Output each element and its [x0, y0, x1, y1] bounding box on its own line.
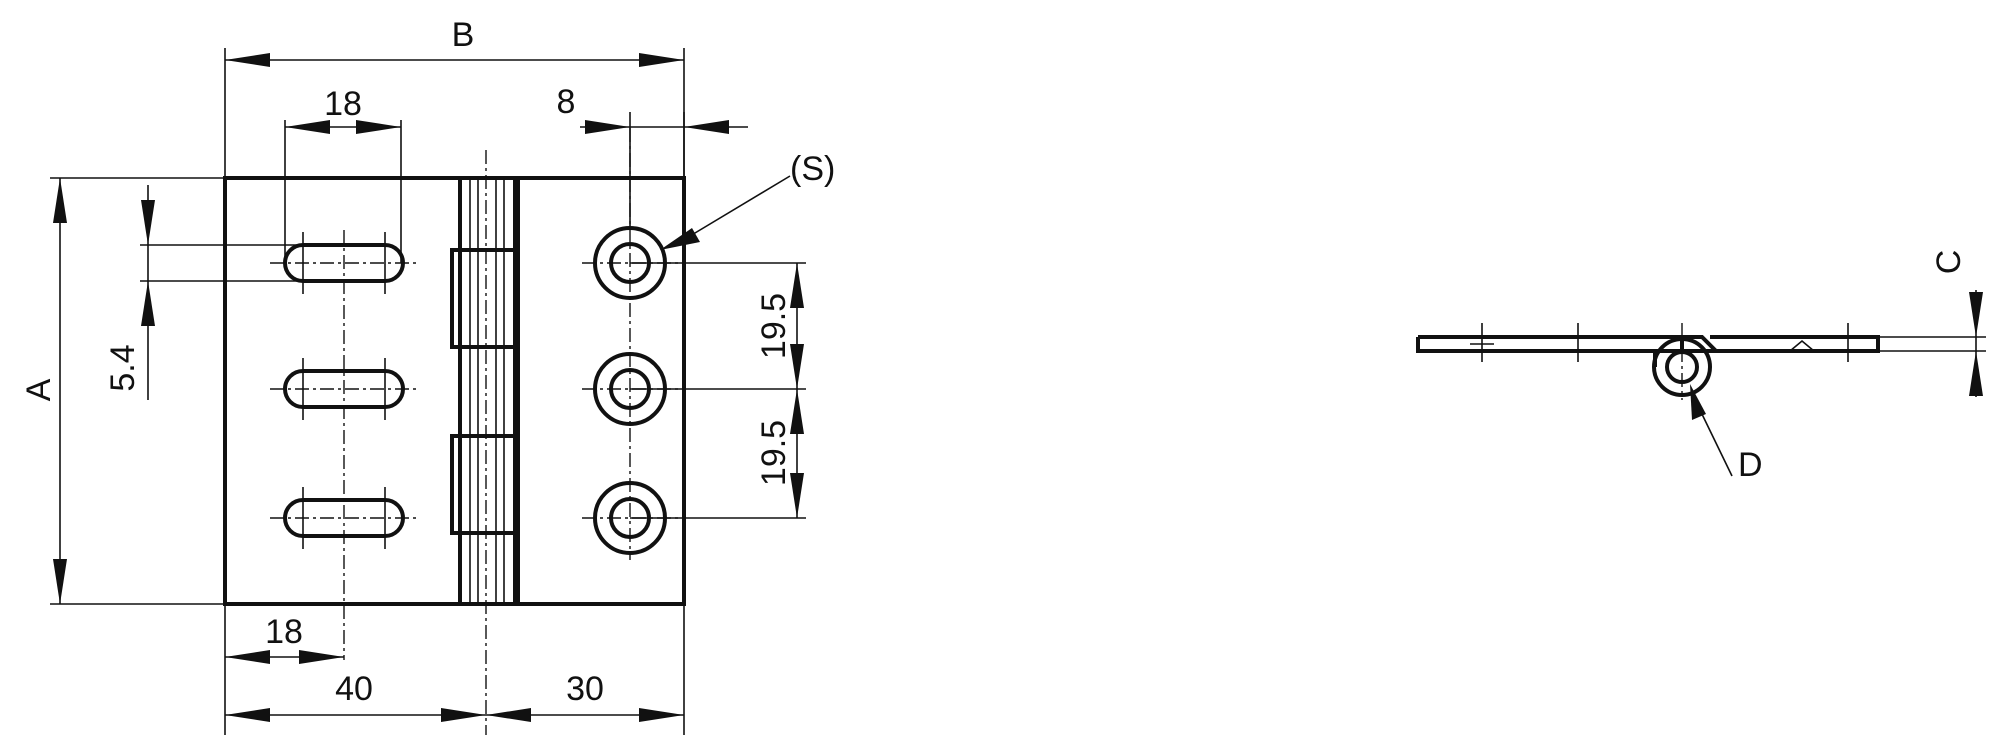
label-19-5-upper: 19.5 — [755, 293, 793, 359]
knuckle — [450, 176, 520, 606]
label-C: C — [1930, 250, 1968, 275]
dimension-hole-edge-offset: 8 — [557, 83, 748, 230]
dimension-slot-offset-bottom: 18 — [224, 604, 344, 735]
dimension-slot-width: 5.4 — [104, 185, 303, 400]
dimension-slot-spacing-top: 18 — [284, 85, 402, 263]
front-view: B 18 8 (S) — [20, 16, 835, 735]
label-40: 40 — [335, 670, 373, 708]
label-8: 8 — [557, 83, 576, 121]
label-18-top: 18 — [324, 85, 362, 123]
dimension-leaf-widths: 40 30 — [225, 604, 685, 735]
label-A: A — [20, 378, 58, 401]
slots — [270, 230, 418, 660]
callout-S: (S) — [660, 150, 835, 250]
dimension-A: A — [20, 177, 225, 605]
label-30: 30 — [566, 670, 604, 708]
label-18-bottom: 18 — [265, 613, 303, 651]
side-view: C D — [1416, 250, 1986, 484]
label-S: (S) — [790, 150, 835, 188]
left-leaf-outline — [223, 176, 462, 606]
label-D: D — [1738, 446, 1763, 484]
dimension-B: B — [224, 16, 685, 178]
right-leaf-outline — [516, 176, 686, 606]
callout-D: D — [1690, 384, 1763, 484]
label-B: B — [452, 16, 475, 54]
label-5-4: 5.4 — [104, 344, 142, 391]
label-19-5-lower: 19.5 — [755, 420, 793, 486]
dimension-hole-pitch: 19.5 19.5 — [630, 262, 806, 519]
dimension-C: C — [1878, 250, 1986, 397]
